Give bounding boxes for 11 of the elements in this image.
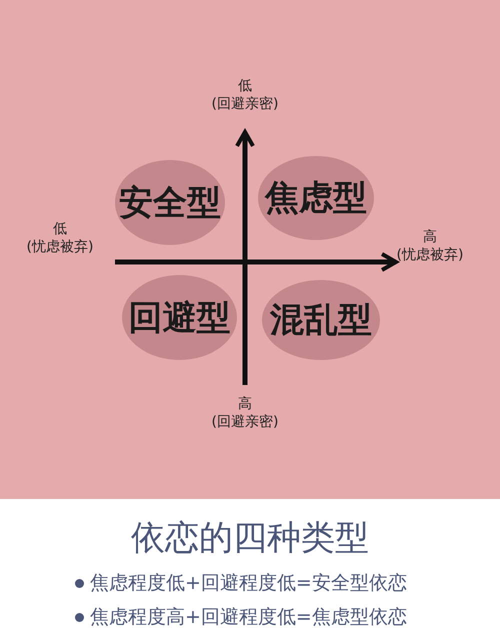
- bullet-text: 焦虑程度低+回避程度低=安全型依恋: [90, 571, 407, 596]
- axis-label: 低: [237, 77, 253, 95]
- bullet-text: 焦虑程度高+回避程度低=焦虑型依恋: [90, 605, 407, 628]
- axis-label: (忧虑被弃): [26, 238, 94, 256]
- axis-label: 高: [237, 395, 253, 413]
- axis-label: (回避亲密): [210, 413, 280, 431]
- title: 依恋的四种类型: [130, 517, 370, 560]
- axis-label: (忧虑被弃): [396, 246, 464, 264]
- axis-label: 高: [422, 228, 438, 246]
- axis-label: (回避亲密): [210, 95, 280, 113]
- axis-label: 低: [52, 220, 68, 238]
